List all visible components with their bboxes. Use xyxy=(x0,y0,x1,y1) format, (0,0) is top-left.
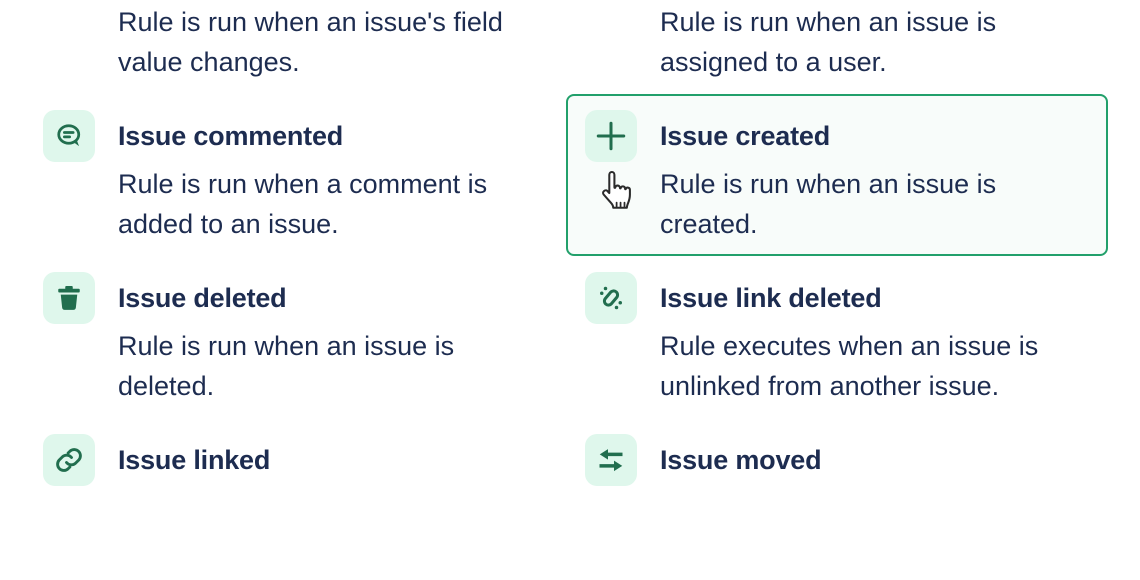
trigger-description-line: created. xyxy=(660,209,758,239)
triggers-grid: Rule is run when an issue's field value … xyxy=(24,0,1108,580)
trigger-description-line: Rule is run when an issue is xyxy=(118,331,455,361)
trigger-title: Issue moved xyxy=(660,444,822,475)
trigger-description: Rule is run when an issue is assigned to… xyxy=(660,2,996,82)
trigger-card-issue-linked[interactable]: Issue linked xyxy=(24,418,566,580)
trigger-description-line: assigned to a user. xyxy=(660,47,887,77)
trigger-title: Issue deleted xyxy=(118,282,287,313)
trigger-description-line: unlinked from another issue. xyxy=(660,371,1000,401)
trigger-description: Rule is run when an issue is deleted. xyxy=(118,326,454,406)
trigger-description: Rule executes when an issue is unlinked … xyxy=(660,326,1038,406)
trigger-title: Issue link deleted xyxy=(660,282,882,313)
comment-icon xyxy=(43,110,95,162)
trigger-card-issue-assigned[interactable]: Rule is run when an issue is assigned to… xyxy=(566,0,1108,94)
trigger-card-issue-deleted[interactable]: Issue deleted Rule is run when an issue … xyxy=(24,256,566,418)
trigger-description-line: deleted. xyxy=(118,371,215,401)
trigger-description-line: Rule is run when a comment is xyxy=(118,169,488,199)
arrows-swap-icon xyxy=(585,434,637,486)
trigger-title: Issue created xyxy=(660,120,830,151)
link-icon xyxy=(43,434,95,486)
trash-icon xyxy=(43,272,95,324)
trigger-description-line: Rule is run when an issue's field xyxy=(118,7,503,37)
trigger-description-line: Rule executes when an issue is xyxy=(660,331,1039,361)
trigger-title: Issue commented xyxy=(118,120,344,151)
trigger-description-line: Rule is run when an issue is xyxy=(660,169,997,199)
broken-link-icon xyxy=(585,272,637,324)
trigger-description-line: value changes. xyxy=(118,47,300,77)
trigger-description: Rule is run when an issue's field value … xyxy=(118,2,503,82)
trigger-description-line: added to an issue. xyxy=(118,209,339,239)
trigger-card-issue-created[interactable]: Issue created Rule is run when an issue … xyxy=(566,94,1108,256)
trigger-card-issue-link-deleted[interactable]: Issue link deleted Rule executes when an… xyxy=(566,256,1108,418)
trigger-card-issue-moved[interactable]: Issue moved xyxy=(566,418,1108,580)
trigger-description-line: Rule is run when an issue is xyxy=(660,7,997,37)
trigger-card-field-value-changed[interactable]: Rule is run when an issue's field value … xyxy=(24,0,566,94)
trigger-description: Rule is run when a comment is added to a… xyxy=(118,164,487,244)
trigger-title: Issue linked xyxy=(118,444,271,475)
trigger-description: Rule is run when an issue is created. xyxy=(660,164,996,244)
plus-icon xyxy=(585,110,637,162)
trigger-card-issue-commented[interactable]: Issue commented Rule is run when a comme… xyxy=(24,94,566,256)
